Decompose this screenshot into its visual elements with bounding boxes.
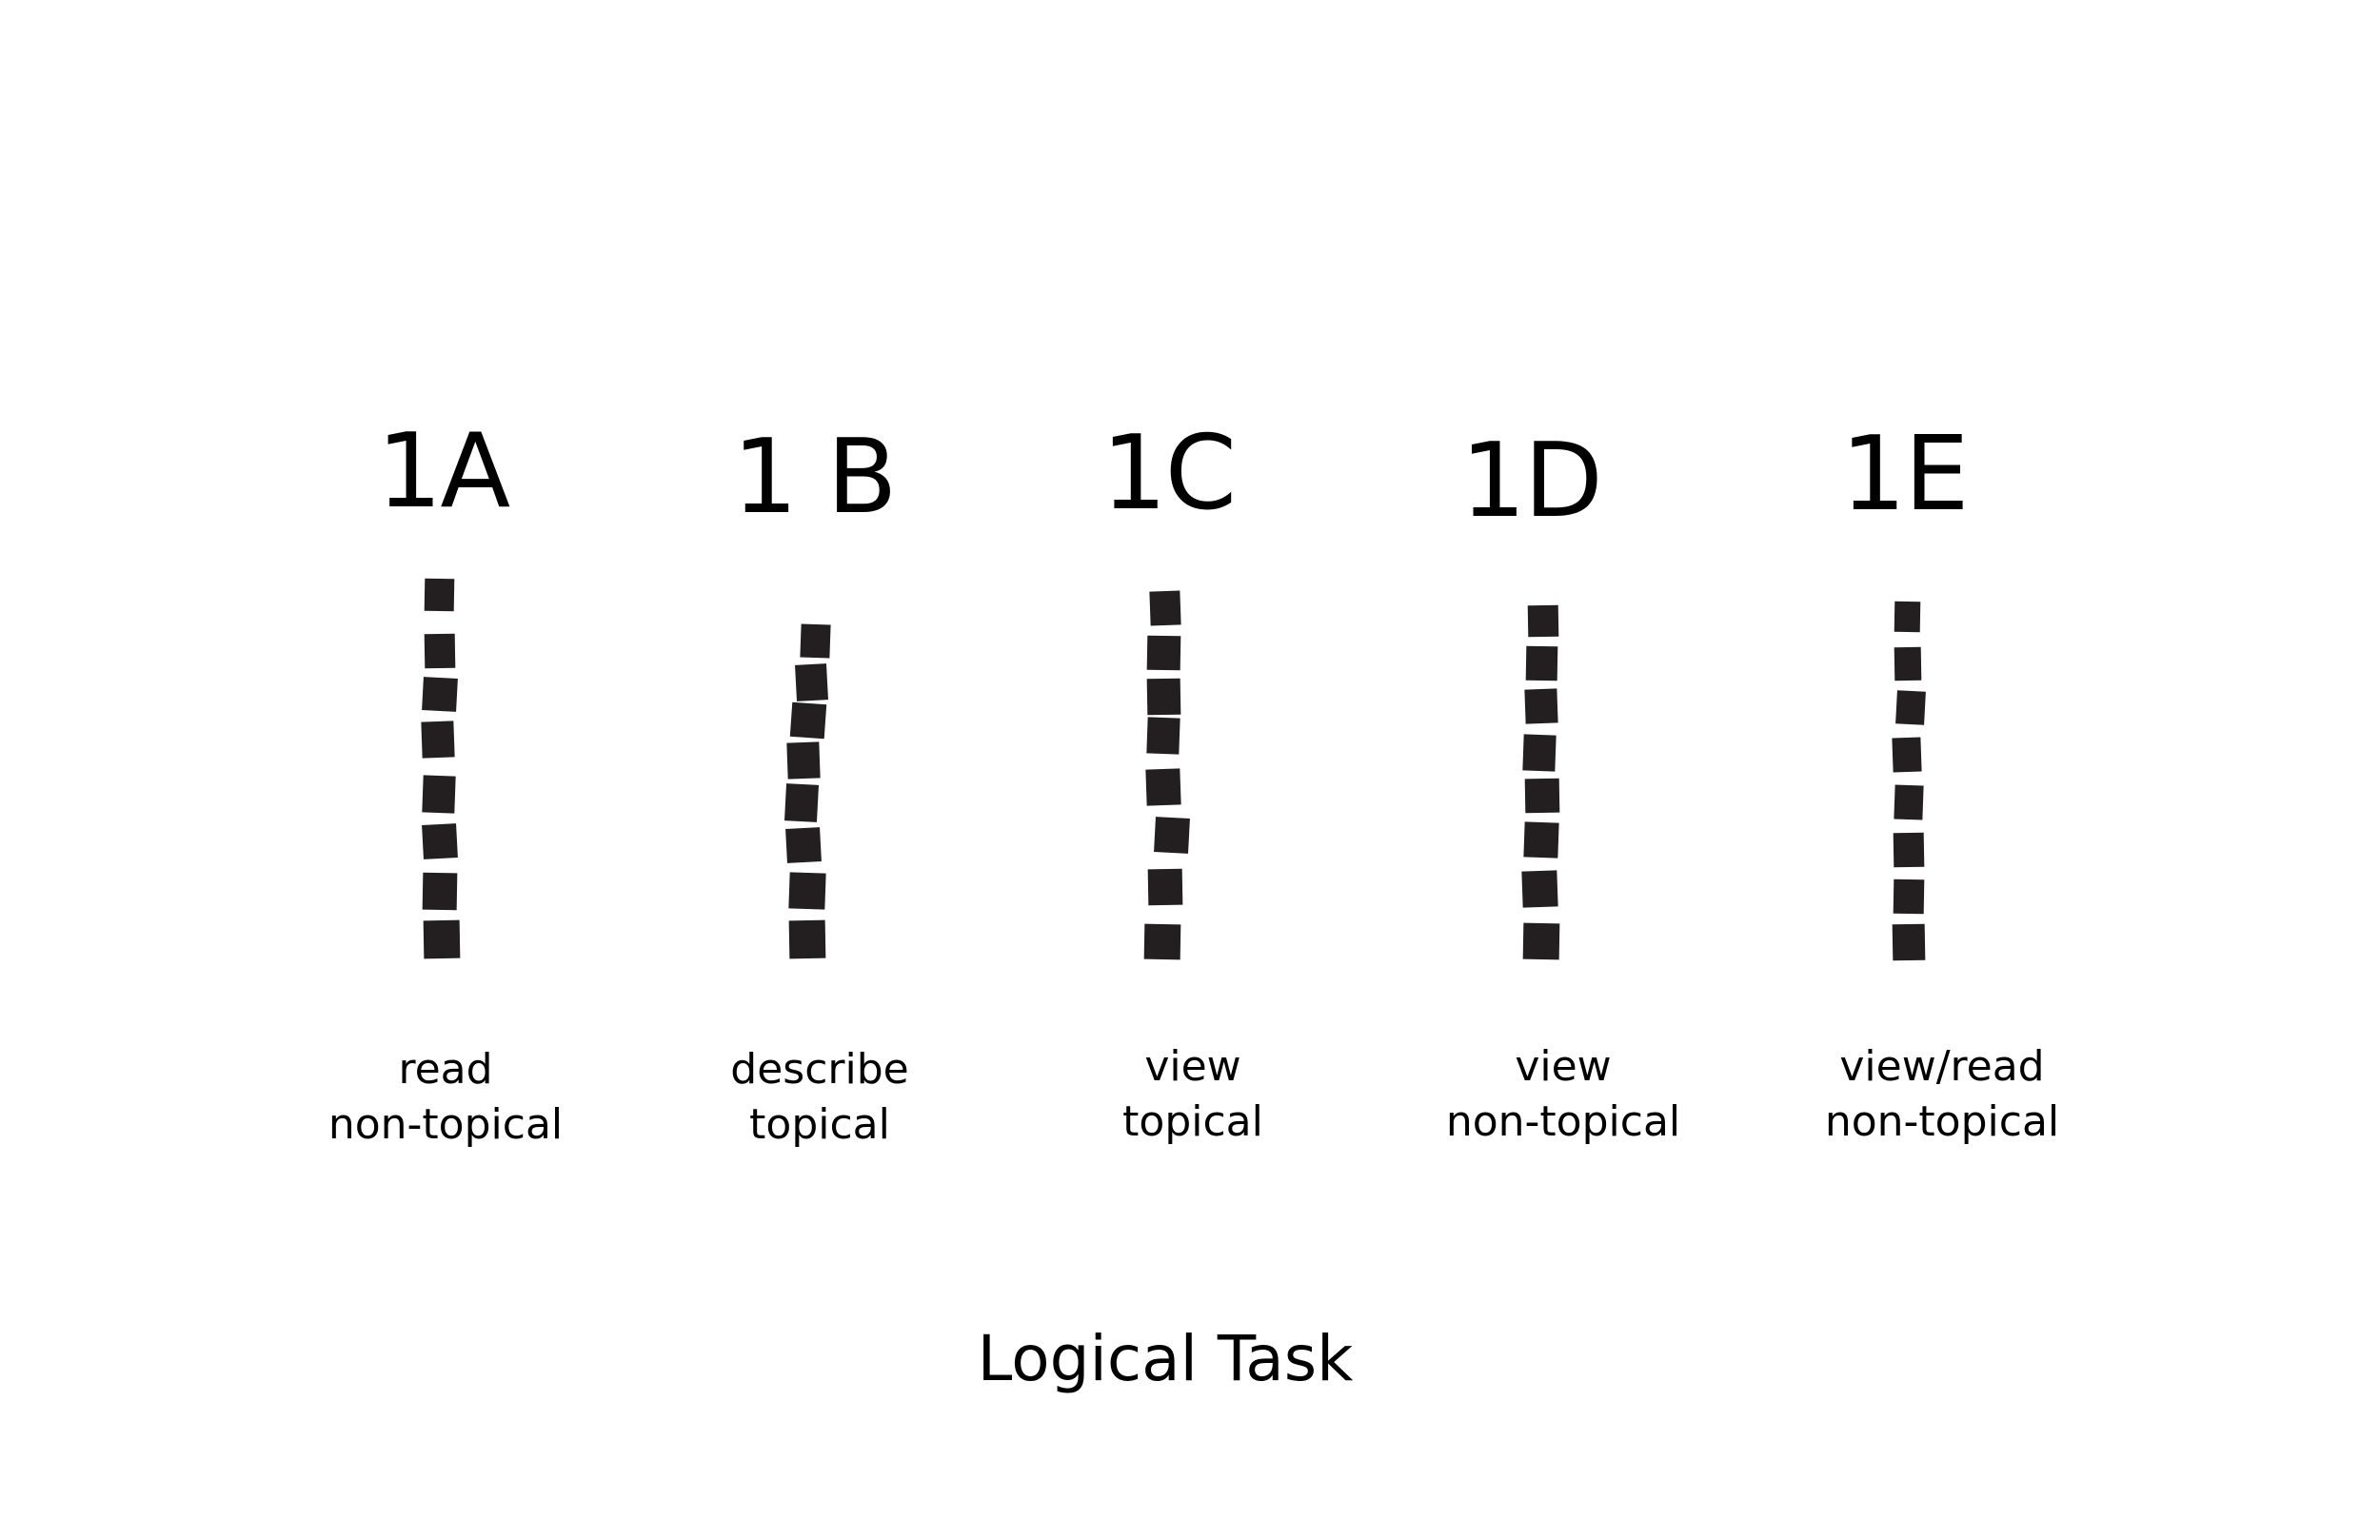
column-label-line1: view (1144, 1042, 1241, 1091)
stack-block (1145, 768, 1181, 806)
stack-block (1143, 923, 1181, 960)
footer-title: Logical Task (977, 1322, 1354, 1395)
stack-block (786, 741, 821, 780)
stack-block (1522, 922, 1560, 960)
stack-block (795, 663, 828, 701)
column-label-1b: describe topical (730, 1042, 908, 1153)
stack-block (1154, 817, 1190, 854)
stack-block (1146, 635, 1181, 671)
column-label-1c: view topical (1122, 1039, 1263, 1150)
stack-block (785, 827, 822, 863)
stack-block (1894, 784, 1924, 820)
column-label-line1: view (1515, 1042, 1612, 1091)
stack-block (800, 623, 831, 659)
stack-block (1894, 646, 1922, 681)
stack-block (1149, 590, 1181, 626)
stack-block (1146, 717, 1180, 755)
stack-block (1892, 923, 1926, 961)
column-label-line2: non-topical (1824, 1097, 2060, 1146)
stack-block (422, 677, 458, 712)
stack-block (1521, 870, 1558, 908)
column-label-line2: topical (749, 1100, 890, 1149)
stack-block (1522, 734, 1557, 772)
stack-block (1524, 688, 1558, 724)
stack-block (424, 633, 456, 669)
stack-block (1146, 678, 1181, 716)
column-title-1b: 1 B (732, 418, 897, 537)
column-label-line2: non-topical (1445, 1097, 1681, 1146)
column-label-1a: read non-topical (328, 1042, 563, 1153)
stack-block (422, 872, 458, 911)
stack-block (1893, 879, 1925, 915)
stack-block (1893, 832, 1925, 868)
column-label-line1: view/read (1839, 1042, 2045, 1091)
stack-block (422, 775, 456, 814)
column-title-1d: 1D (1460, 422, 1603, 541)
column-label-1d: view non-topical (1446, 1039, 1680, 1150)
column-title-1c: 1C (1101, 414, 1237, 533)
stack-block (1525, 645, 1558, 681)
stack-block (789, 701, 827, 740)
column-label-line2: non-topical (327, 1100, 564, 1149)
column-label-1e: view/read non-topical (1825, 1039, 2059, 1150)
stack-block (788, 919, 826, 959)
stack-block (1895, 690, 1926, 725)
stack-block (784, 783, 819, 822)
column-title-1e: 1E (1840, 415, 1970, 534)
stack-block (423, 919, 461, 959)
stack-block (424, 578, 455, 612)
column-title-1a: 1A (376, 412, 511, 531)
stack-block (1147, 868, 1183, 906)
stack-block (421, 721, 455, 759)
stack-block (1894, 601, 1921, 633)
stack-block (788, 872, 826, 910)
stack-block (1524, 778, 1560, 814)
stack-block (1892, 737, 1922, 773)
column-label-line2: topical (1122, 1097, 1263, 1146)
stack-block (422, 823, 458, 859)
stack-block (1527, 604, 1559, 638)
stack-block (1523, 821, 1559, 859)
column-label-line1: read (398, 1045, 493, 1094)
column-label-line1: describe (730, 1045, 909, 1094)
